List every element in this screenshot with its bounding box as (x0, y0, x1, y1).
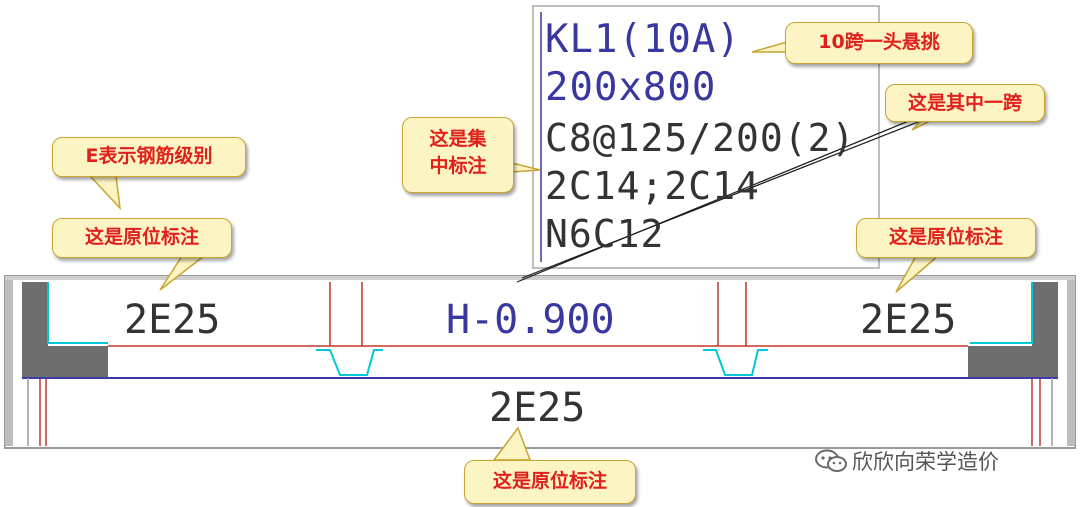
callout-span-count: 10跨一头悬挑 (785, 22, 973, 64)
watermark-text: 欣欣向荣学造价 (852, 450, 999, 474)
callout-in-situ-right: 这是原位标注 (856, 218, 1036, 258)
bottom-rebar-label: 2E25 (489, 385, 586, 431)
leader-lines (516, 117, 919, 283)
frame-right-band (1067, 278, 1075, 446)
elevation-label: H-0.900 (446, 297, 615, 343)
callout-one-span: 这是其中一跨 (885, 84, 1045, 122)
side-bar-label: N6C12 (545, 212, 665, 256)
cyan-outlines (47, 282, 1033, 376)
drawing-frame (4, 275, 1076, 449)
callout-centralized-line-2: 中标注 (429, 155, 487, 177)
frame-left-band (5, 278, 13, 446)
frame-top-band (5, 276, 1075, 280)
left-top-rebar-label: 2E25 (124, 297, 221, 343)
watermark: 欣欣向荣学造价 (814, 446, 999, 476)
callout-in-situ-bottom: 这是原位标注 (464, 460, 636, 504)
right-column (968, 282, 1058, 378)
beam-name-label: KL1(10A) (545, 17, 741, 62)
beam-section-label: 200x800 (545, 65, 717, 110)
left-column (22, 282, 108, 378)
callout-centralized: 这是集 中标注 (402, 117, 514, 193)
stirrup-label: C8@125/200(2) (545, 116, 856, 160)
longitudinal-bar-label: 2C14;2C14 (545, 164, 760, 208)
right-top-rebar-label: 2E25 (860, 297, 957, 343)
wechat-icon (814, 449, 848, 473)
callout-grade: E表示钢筋级别 (52, 137, 246, 177)
red-lines (39, 282, 1041, 446)
callout-centralized-line-1: 这是集 (429, 128, 487, 150)
callout-in-situ-left: 这是原位标注 (52, 218, 232, 258)
